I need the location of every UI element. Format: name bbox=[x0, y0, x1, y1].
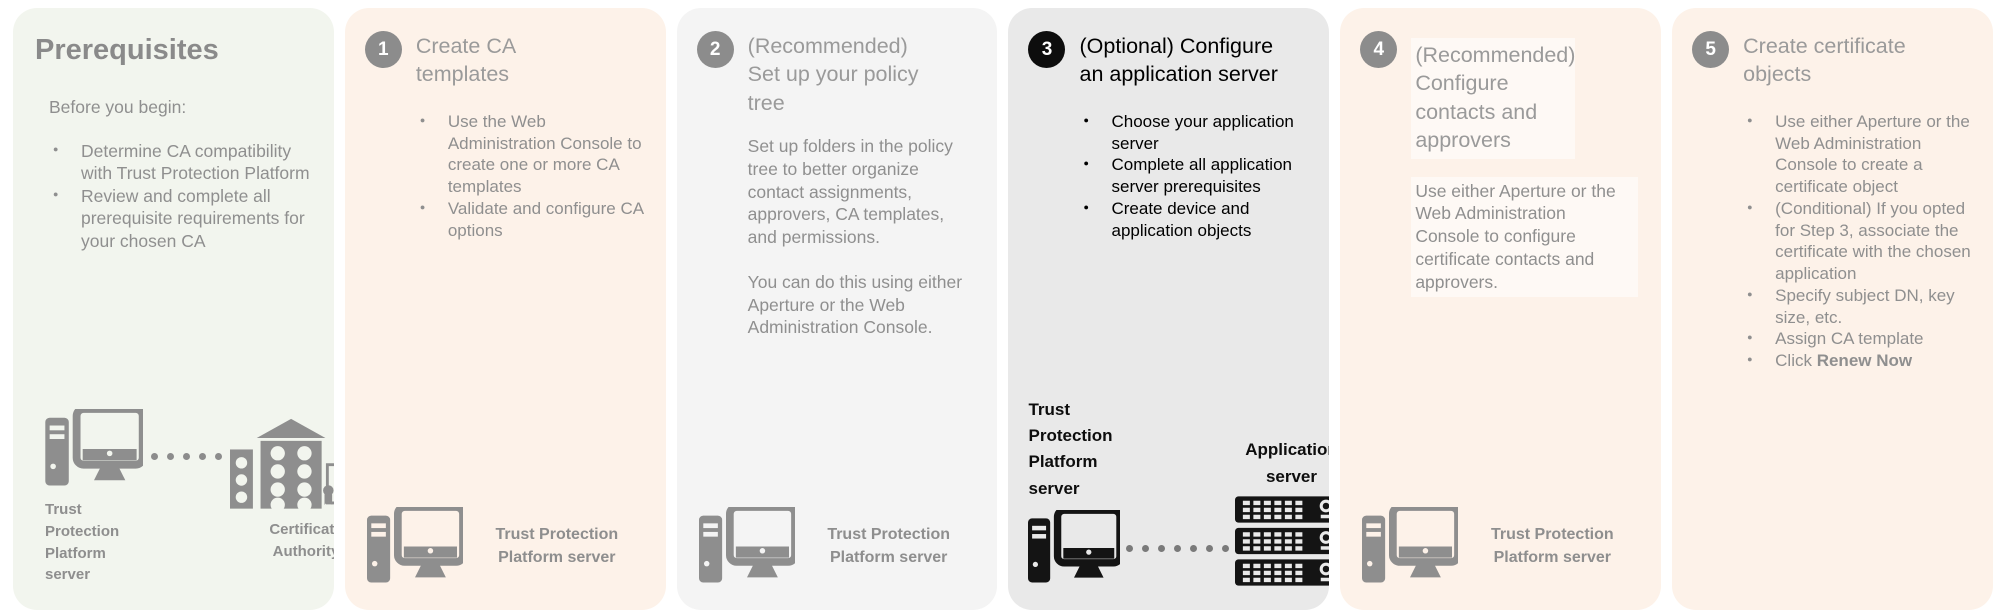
tpp-server-label: Trust Protection Platform server bbox=[45, 501, 120, 584]
tpp-server-column: Trust Protection Platform server bbox=[45, 409, 143, 586]
dotted-connector bbox=[151, 453, 222, 460]
step-1-title: Create CA templates bbox=[415, 34, 516, 87]
prerequisites-diagram: Trust Protection Platform server bbox=[33, 409, 334, 586]
step-3-diagram: Trust Protection Platform server Applica… bbox=[1028, 397, 1330, 586]
step-4-server-row: Trust Protection Platform server bbox=[1360, 507, 1641, 586]
click-text: Click bbox=[1775, 351, 1817, 370]
computer-icon bbox=[1028, 510, 1120, 586]
step-5-title: Create certificate objects bbox=[1743, 34, 1906, 87]
bullet-item: Review and complete all prerequisite req… bbox=[49, 185, 314, 252]
panel-step-1: 1 Create CA templates Use the Web Admini… bbox=[344, 8, 666, 610]
step-1-badge: 1 bbox=[364, 31, 402, 68]
step-2-server-row: Trust Protection Platform server bbox=[697, 507, 978, 586]
bullet-item: Use the Web Administration Console to cr… bbox=[416, 111, 646, 198]
application-server-label: Application server bbox=[1245, 440, 1330, 486]
certificate-authority-column: Certificate Authority bbox=[230, 409, 334, 563]
bullet-item: Validate and configure CA options bbox=[416, 198, 646, 242]
step-4-header: 4 (Recommended) Configure contacts and a… bbox=[1360, 30, 1641, 159]
bullet-item: Use either Aperture or the Web Administr… bbox=[1743, 111, 1973, 198]
step-1-bullet-list: Use the Web Administration Console to cr… bbox=[416, 111, 646, 242]
computer-icon bbox=[367, 507, 463, 586]
step-4-paragraph: Use either Aperture or the Web Administr… bbox=[1411, 176, 1639, 298]
step-2-header: 2 (Recommended) Set up your policy tree bbox=[696, 30, 978, 117]
step-4-badge: 4 bbox=[1360, 31, 1398, 68]
before-you-begin-text: Before you begin: bbox=[49, 97, 187, 117]
dotted-connector bbox=[1126, 545, 1230, 552]
bullet-item: Click Renew Now bbox=[1743, 350, 1973, 372]
computer-icon bbox=[699, 507, 795, 586]
panel-step-4: 4 (Recommended) Configure contacts and a… bbox=[1340, 8, 1662, 610]
panel-step-3: 3 (Optional) Configure an application se… bbox=[1008, 8, 1330, 610]
step-3-title: (Optional) Configure an application serv… bbox=[1079, 34, 1278, 87]
prerequisites-bullet-list: Determine CA compatibility with Trust Pr… bbox=[49, 140, 314, 252]
step-3-header: 3 (Optional) Configure an application se… bbox=[1028, 30, 1309, 89]
bullet-item: (Conditional) If you opted for Step 3, a… bbox=[1743, 198, 1973, 285]
application-server-column: Application server bbox=[1235, 437, 1330, 586]
panel-prerequisites: Prerequisites Before you begin: Determin… bbox=[13, 8, 334, 610]
renew-now-label: Renew Now bbox=[1816, 351, 1913, 370]
bullet-item: Complete all application server prerequi… bbox=[1079, 154, 1309, 198]
computer-icon bbox=[1362, 507, 1458, 586]
tpp-server-column: Trust Protection Platform server bbox=[1028, 397, 1120, 586]
step-5-header: 5 Create certificate objects bbox=[1692, 30, 1973, 89]
step-2-paragraph: You can do this using either Aperture or… bbox=[747, 271, 963, 338]
step-2-title: (Recommended) Set up your policy tree bbox=[747, 34, 919, 115]
tpp-server-label: Trust Protection Platform server bbox=[1028, 399, 1113, 498]
tpp-server-label: Trust Protection Platform server bbox=[827, 526, 950, 566]
bullet-item: Choose your application server bbox=[1079, 111, 1309, 155]
step-1-server-row: Trust Protection Platform server bbox=[365, 507, 646, 586]
step-5-bullet-list: Use either Aperture or the Web Administr… bbox=[1743, 111, 1973, 372]
certificate-authority-label: Certificate Authority bbox=[269, 521, 334, 560]
step-3-bullet-list: Choose your application server Complete … bbox=[1079, 111, 1309, 242]
bullet-item: Determine CA compatibility with Trust Pr… bbox=[49, 140, 314, 185]
computer-icon bbox=[45, 409, 143, 489]
bullet-item: Create device and application objects bbox=[1079, 198, 1309, 242]
rack-servers-icon bbox=[1235, 496, 1330, 586]
step-3-badge: 3 bbox=[1028, 31, 1066, 68]
panel-step-2: 2 (Recommended) Set up your policy tree … bbox=[676, 8, 998, 610]
prerequisites-title: Prerequisites bbox=[35, 34, 219, 66]
panel-step-5: 5 Create certificate objects Use either … bbox=[1672, 8, 1993, 610]
bullet-item: Specify subject DN, key size, etc. bbox=[1743, 285, 1973, 329]
step-5-badge: 5 bbox=[1692, 31, 1730, 68]
step-2-badge: 2 bbox=[696, 31, 734, 68]
tpp-server-label: Trust Protection Platform server bbox=[495, 526, 619, 566]
certificate-authority-icon bbox=[230, 418, 334, 509]
step-1-header: 1 Create CA templates bbox=[364, 30, 646, 89]
tpp-server-label: Trust Protection Platform server bbox=[1490, 526, 1614, 566]
step-2-paragraph: Set up folders in the policy tree to bet… bbox=[747, 136, 953, 248]
bullet-item: Assign CA template bbox=[1743, 328, 1973, 350]
certificate-icon bbox=[323, 463, 334, 505]
step-4-title: (Recommended) Configure contacts and app… bbox=[1411, 38, 1575, 159]
